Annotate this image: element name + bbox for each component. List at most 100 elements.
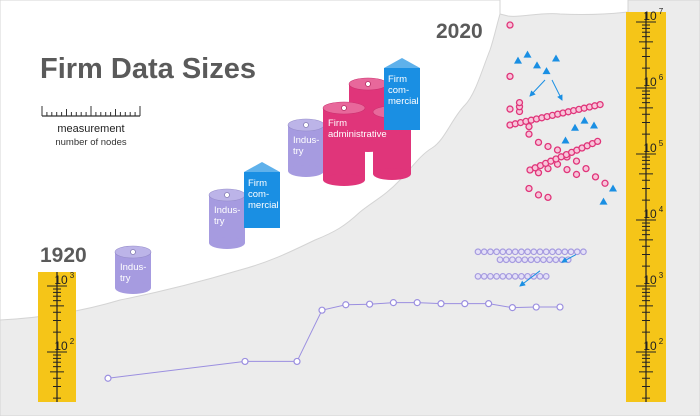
- axis-tick-exponent: 6: [659, 73, 664, 82]
- industry-point: [524, 272, 531, 280]
- axis-tick-label: 10: [643, 9, 657, 23]
- industry-arrow: [561, 254, 577, 263]
- cylinder-bottom: [115, 282, 151, 294]
- axis-tick-exponent: 3: [70, 271, 75, 280]
- trend-point: [556, 303, 564, 311]
- stack-cylinder: Indus-try: [208, 188, 246, 249]
- commercial-point: [533, 61, 541, 69]
- industry-point: [546, 256, 553, 264]
- industry-point: [549, 248, 556, 256]
- administrative-point: [593, 137, 602, 146]
- trend-point: [293, 357, 301, 366]
- industry-point: [521, 256, 529, 264]
- industry-point: [518, 272, 525, 280]
- industry-point: [561, 248, 569, 256]
- industry-point: [511, 248, 519, 256]
- industry-point: [499, 272, 507, 280]
- stack-label-line: Indus-: [214, 205, 240, 216]
- trend-point: [104, 374, 112, 382]
- industry-point: [496, 256, 504, 264]
- stack-label-line: Indus-: [293, 135, 319, 146]
- trend-point: [389, 299, 397, 307]
- commercial-point: [571, 123, 579, 131]
- axis-tick-exponent: 2: [70, 337, 75, 346]
- administrative-point: [563, 165, 571, 174]
- year-start-label: 1920: [40, 244, 87, 267]
- stack-label-line: com-: [388, 85, 409, 96]
- administrative-point: [506, 72, 514, 81]
- administrative-point: [572, 170, 581, 179]
- stack-label-line: Firm: [248, 178, 267, 189]
- industry-point: [540, 256, 547, 264]
- industry-arrow: [519, 270, 541, 287]
- trend-point: [342, 301, 350, 309]
- commercial-point: [542, 67, 551, 75]
- industry-point: [487, 248, 494, 256]
- stack-label-line: try: [293, 146, 304, 157]
- administrative-point: [544, 142, 552, 151]
- industry-point: [493, 272, 501, 280]
- prism-top: [244, 162, 280, 172]
- trend-point: [366, 300, 374, 308]
- clusters-layer: [474, 21, 617, 287]
- industry-point: [542, 248, 550, 256]
- administrative-point: [582, 164, 590, 173]
- industry-point: [536, 272, 544, 280]
- administrative-point: [572, 157, 581, 165]
- administrative-point: [544, 193, 552, 202]
- industry-point: [542, 272, 550, 280]
- legend-ticks: [41, 106, 141, 116]
- industry-point: [511, 272, 519, 280]
- commercial-point: [561, 136, 570, 144]
- administrative-point: [525, 184, 533, 193]
- industry-point: [502, 256, 510, 264]
- administrative-point: [515, 98, 524, 107]
- industry-point: [573, 248, 581, 256]
- cylinder-body: [323, 108, 365, 180]
- axis-tick-exponent: 2: [659, 337, 664, 346]
- stack-label-line: try: [214, 216, 225, 227]
- administrative-point: [506, 105, 514, 113]
- industry-point: [509, 256, 516, 264]
- stacks-layer: Indus-tryIndus-tryFirmcom-mercialIndus-t…: [114, 58, 420, 294]
- industry-point: [518, 248, 525, 256]
- axis-tick-label: 10: [643, 339, 657, 353]
- stack-label-line: Firm: [388, 74, 407, 85]
- legend-sublabel: number of nodes: [55, 137, 127, 148]
- stack-label-line: mercial: [248, 200, 279, 211]
- stack-label-line: Firm: [328, 118, 347, 129]
- trend-point: [437, 300, 445, 308]
- prism-top: [384, 58, 420, 68]
- industry-point: [474, 272, 482, 280]
- cylinder-bottom: [323, 174, 365, 186]
- administrative-point: [591, 173, 600, 181]
- industry-point: [580, 248, 587, 256]
- trend-layer: [104, 299, 564, 382]
- commercial-arrow: [551, 79, 563, 101]
- cylinder-bottom: [373, 168, 411, 180]
- industry-point: [567, 248, 575, 256]
- commercial-point: [523, 50, 532, 58]
- commercial-arrow: [529, 79, 546, 97]
- axis-tick-exponent: 7: [659, 7, 664, 16]
- administrative-point: [525, 122, 533, 131]
- prism-body: [384, 68, 420, 130]
- administrative-point: [553, 146, 562, 154]
- administrative-point: [506, 21, 514, 29]
- industry-point: [524, 248, 531, 256]
- industry-point: [515, 256, 522, 264]
- cylinder-marker: [224, 192, 230, 198]
- administrative-point: [534, 138, 543, 147]
- axis-tick-label: 10: [643, 75, 657, 89]
- stack-label-line: mercial: [388, 96, 419, 107]
- industry-point: [480, 248, 488, 256]
- administrative-point: [525, 130, 533, 138]
- cylinder-marker: [303, 122, 309, 128]
- prism-body: [244, 172, 280, 228]
